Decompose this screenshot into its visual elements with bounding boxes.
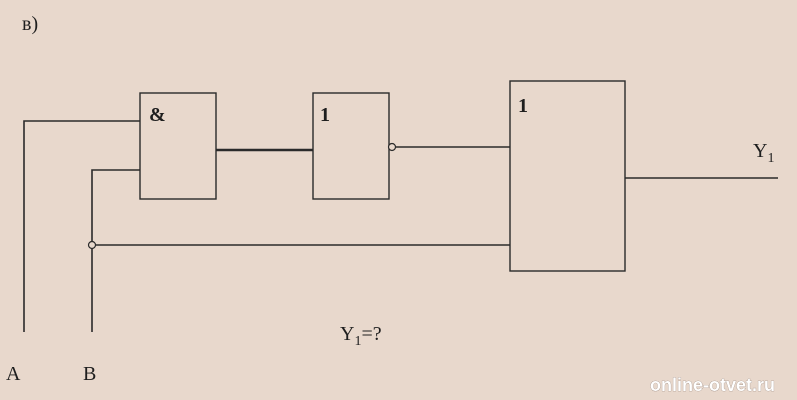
part-label: в) [22, 13, 38, 35]
input-label-b: B [83, 363, 96, 385]
not-gate-label: 1 [320, 104, 330, 126]
junction-dot-b [87, 240, 97, 250]
wire-input-b [91, 169, 140, 332]
not-gate-inversion-bubble [387, 142, 397, 152]
or-gate [509, 80, 626, 272]
wire-input-a [23, 120, 140, 332]
question-text: Y1=? [340, 323, 382, 349]
watermark: online-otvet.ru [650, 375, 775, 395]
and-gate [139, 92, 217, 200]
output-label: Y1 [753, 140, 774, 166]
and-gate-label: & [149, 104, 166, 126]
or-gate-label: 1 [518, 95, 528, 117]
input-label-a: A [6, 363, 21, 385]
